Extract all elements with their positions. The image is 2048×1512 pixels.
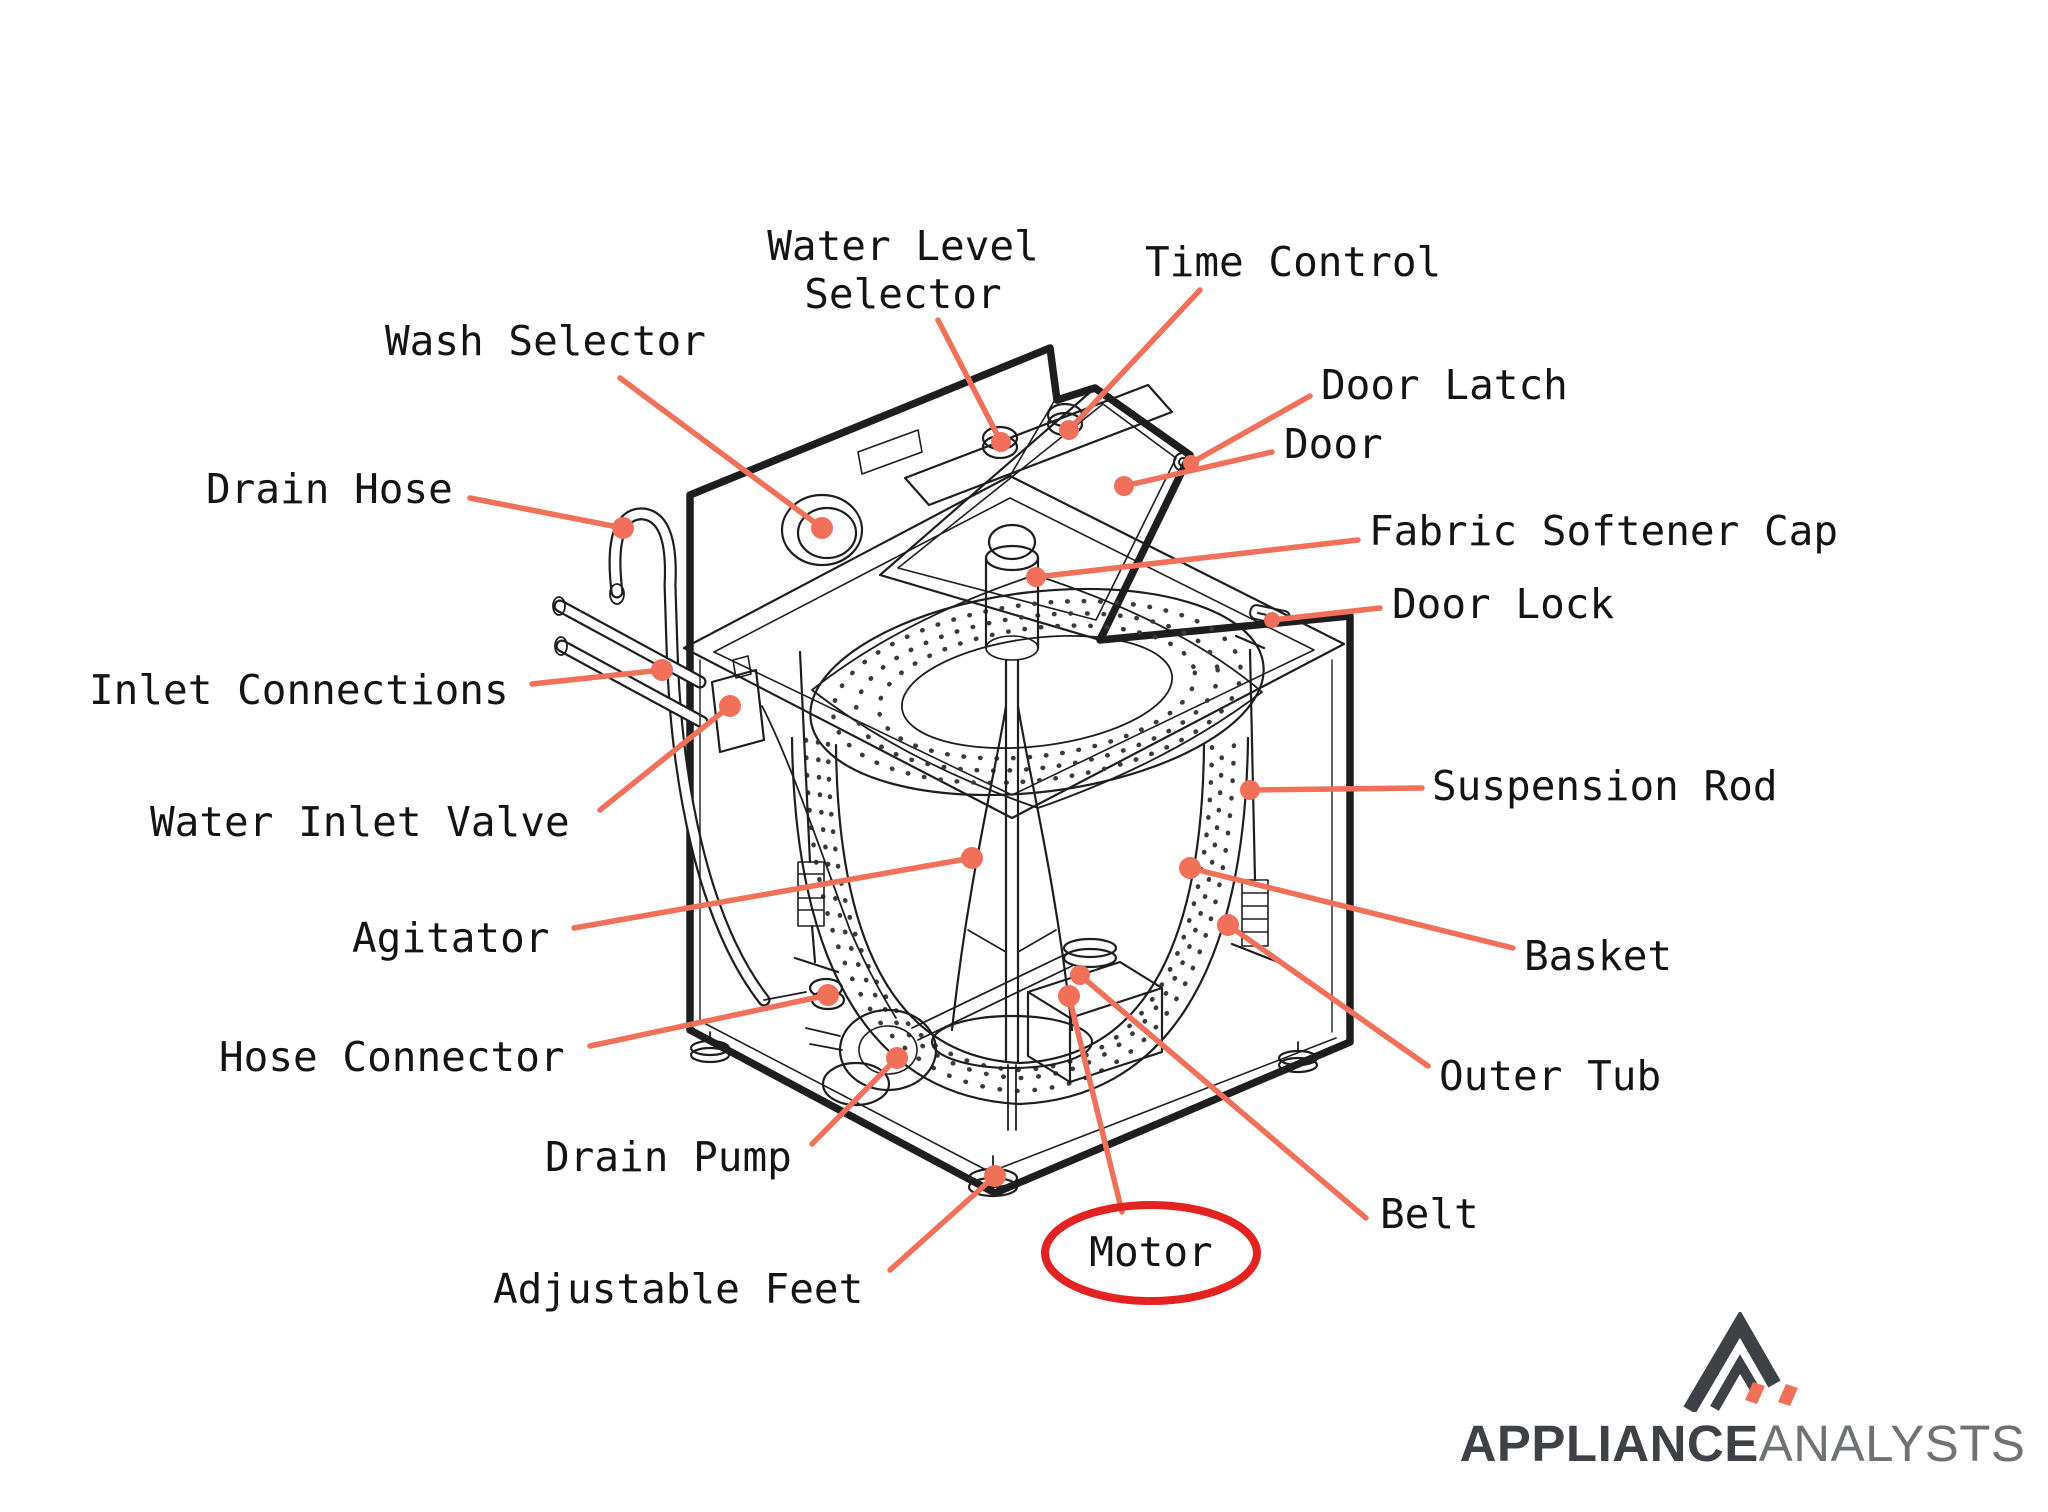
door-panel xyxy=(878,386,1192,642)
basket-part xyxy=(803,737,1237,1094)
label-water-inlet-valve: Water Inlet Valve xyxy=(150,797,570,846)
inlet-hoses xyxy=(552,596,709,729)
drain-pump-part xyxy=(805,1008,938,1107)
leader-door xyxy=(1121,449,1275,489)
basket-top xyxy=(809,574,1265,809)
logo-text-analysts: ANALYSTS xyxy=(1758,1415,2026,1472)
label-wash-selector: Wash Selector xyxy=(385,316,706,365)
outer-tub-dot xyxy=(1217,914,1239,936)
motor-dot xyxy=(1058,985,1080,1007)
leader-motor xyxy=(1066,993,1125,1215)
door-latch-dot xyxy=(1183,455,1199,471)
label-door-lock: Door Lock xyxy=(1392,579,1615,628)
fabric-softener-cap-dot xyxy=(1026,567,1046,587)
hose-connector-dot xyxy=(817,984,839,1006)
belt-part xyxy=(911,953,1073,1041)
leader-outer-tub xyxy=(1225,922,1431,1069)
logo-wordmark: APPLIANCEANALYSTS xyxy=(1455,1414,2030,1473)
logo-mountain-icon xyxy=(1682,1312,1798,1412)
label-drain-pump: Drain Pump xyxy=(545,1132,792,1181)
drain-pump-dot xyxy=(886,1047,908,1069)
interior-walls xyxy=(699,659,1333,1033)
label-door-latch: Door Latch xyxy=(1321,360,1568,409)
label-inlet-connections: Inlet Connections xyxy=(89,665,509,714)
leader-drain-hose xyxy=(467,495,626,531)
label-door: Door xyxy=(1284,419,1383,468)
label-water-level-selector: Water Level Selector xyxy=(767,222,1039,319)
leader-drain-pump xyxy=(809,1055,900,1147)
leader-hose-connector xyxy=(587,992,831,1049)
leader-lines xyxy=(467,287,1516,1273)
label-belt: Belt xyxy=(1380,1189,1479,1238)
belt-dot xyxy=(1070,965,1090,985)
leader-fabric-softener-cap xyxy=(1033,537,1361,580)
label-adjustable-feet: Adjustable Feet xyxy=(493,1264,864,1313)
adjustable-feet-parts xyxy=(689,1031,1319,1198)
leader-suspension-rod xyxy=(1247,785,1425,793)
label-basket: Basket xyxy=(1524,931,1673,980)
leader-wash-selector xyxy=(617,375,825,531)
label-motor: Motor xyxy=(1089,1227,1213,1276)
leader-door-lock xyxy=(1269,605,1383,623)
water-level-selector-dot xyxy=(991,432,1011,452)
appliance-analysts-logo: APPLIANCEANALYSTS xyxy=(1455,1312,2030,1473)
door-lock-dot xyxy=(1264,612,1280,628)
leader-door-latch xyxy=(1188,393,1313,466)
basket-dot xyxy=(1179,857,1201,879)
label-suspension-rod: Suspension Rod xyxy=(1432,761,1778,810)
suspension-rod-dot xyxy=(1240,780,1260,800)
leader-agitator xyxy=(571,855,975,931)
leader-dots xyxy=(612,420,1280,1187)
motor-highlight-circle xyxy=(1041,1201,1261,1305)
label-time-control: Time Control xyxy=(1145,237,1442,286)
inlet-connections-dot xyxy=(651,659,673,681)
leader-water-inlet-valve xyxy=(597,703,733,813)
leader-inlet-connections xyxy=(529,667,665,687)
label-outer-tub: Outer Tub xyxy=(1439,1051,1662,1100)
door-dot xyxy=(1114,476,1134,496)
agitator-part xyxy=(930,658,1094,1070)
water-inlet-valve-part xyxy=(710,655,897,1019)
leader-adjustable-feet xyxy=(887,1173,998,1273)
label-agitator: Agitator xyxy=(352,913,550,962)
drive-shaft xyxy=(1007,1064,1017,1131)
leader-belt xyxy=(1077,972,1369,1221)
leader-time-control xyxy=(1066,287,1203,433)
suspension-rod-right xyxy=(1230,634,1280,964)
leader-basket xyxy=(1187,865,1516,951)
wash-selector-knob xyxy=(780,493,864,567)
agitator-dot xyxy=(961,847,983,869)
washer-line-art xyxy=(552,344,1354,1198)
cabinet-outline xyxy=(686,344,1354,1197)
logo-text-appliance: APPLIANCE xyxy=(1459,1415,1759,1472)
leader-water-level-selector xyxy=(935,317,1004,445)
label-hose-connector: Hose Connector xyxy=(219,1032,565,1081)
wash-selector-dot xyxy=(811,517,833,539)
left-face-sticker xyxy=(857,429,923,475)
time-control-dot xyxy=(1059,420,1079,440)
outer-tub-part xyxy=(790,736,1250,1106)
drain-hose-dot xyxy=(612,517,634,539)
adjustable-feet-dot xyxy=(984,1165,1006,1187)
label-drain-hose: Drain Hose xyxy=(206,464,453,513)
label-fabric-softener-cap: Fabric Softener Cap xyxy=(1369,506,1838,555)
water-inlet-valve-dot xyxy=(719,695,741,717)
